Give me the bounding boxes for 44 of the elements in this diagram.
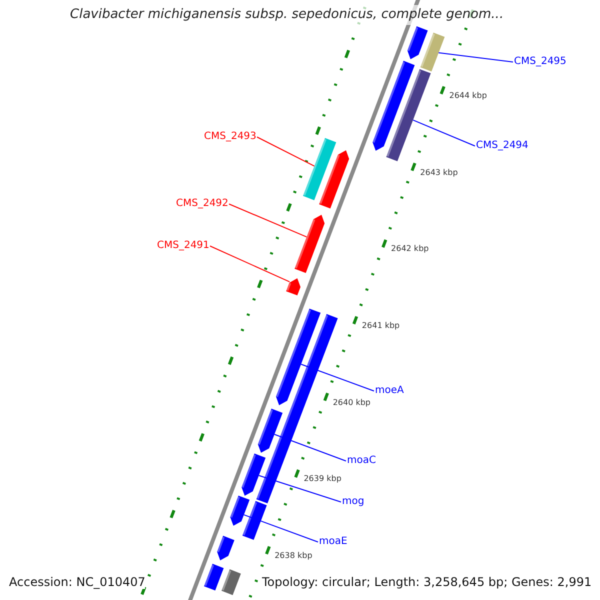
accession-text: Accession: NC_010407 xyxy=(9,575,146,589)
gene-segment xyxy=(372,60,415,151)
gene-segment xyxy=(242,454,266,496)
gene-segment xyxy=(407,26,428,60)
gene-segment xyxy=(276,308,321,406)
gene-label: moaC xyxy=(347,455,376,467)
leader-line xyxy=(256,136,315,167)
leader-line xyxy=(228,204,308,238)
gene-segment xyxy=(230,496,250,526)
leader-line xyxy=(210,246,290,282)
leader-line xyxy=(300,364,374,392)
gene-segment xyxy=(217,536,234,560)
gene-bar xyxy=(204,564,224,590)
scale-label: 2639 kbp xyxy=(304,474,342,484)
leader-line xyxy=(412,120,476,146)
gene-bar xyxy=(420,32,445,72)
leader-line xyxy=(243,514,318,542)
topology-text: Topology: circular; Length: 3,258,645 bp; Genes: 2,991 xyxy=(262,575,592,589)
leader-line xyxy=(258,475,342,502)
scale-label: 2640 kbp xyxy=(332,398,371,408)
gene-label: moeA xyxy=(375,385,404,397)
gene-segment xyxy=(319,150,350,208)
gene-segment xyxy=(286,278,300,296)
gene-label: CMS_2491 xyxy=(157,240,210,252)
leader-line xyxy=(438,52,514,62)
gene-segment xyxy=(294,214,325,273)
scale-label: 2641 kbp xyxy=(362,320,400,331)
scale-label: 2642 kbp xyxy=(391,244,429,254)
leader-line xyxy=(274,434,346,462)
gene-label: CMS_2495 xyxy=(514,56,566,68)
gene-label: mog xyxy=(342,496,364,508)
scale-label: 2644 kbp xyxy=(449,90,487,101)
gene-label: CMS_2492 xyxy=(176,198,228,210)
gene-segment xyxy=(258,408,283,453)
gene-bar xyxy=(303,138,336,200)
gene-label: CMS_2493 xyxy=(204,131,256,143)
gene-bar xyxy=(222,569,241,596)
gene-bar xyxy=(242,501,267,540)
map-title: Clavibacter michiganensis subsp. sepedonicus, complete genom... xyxy=(70,5,504,25)
scale-label: 2643 kbp xyxy=(420,168,458,178)
gene-label: moaE xyxy=(319,536,348,548)
gene-bar xyxy=(386,69,431,162)
scale-label: 2638 kbp xyxy=(274,551,312,561)
gene-label: CMS_2494 xyxy=(476,140,528,152)
